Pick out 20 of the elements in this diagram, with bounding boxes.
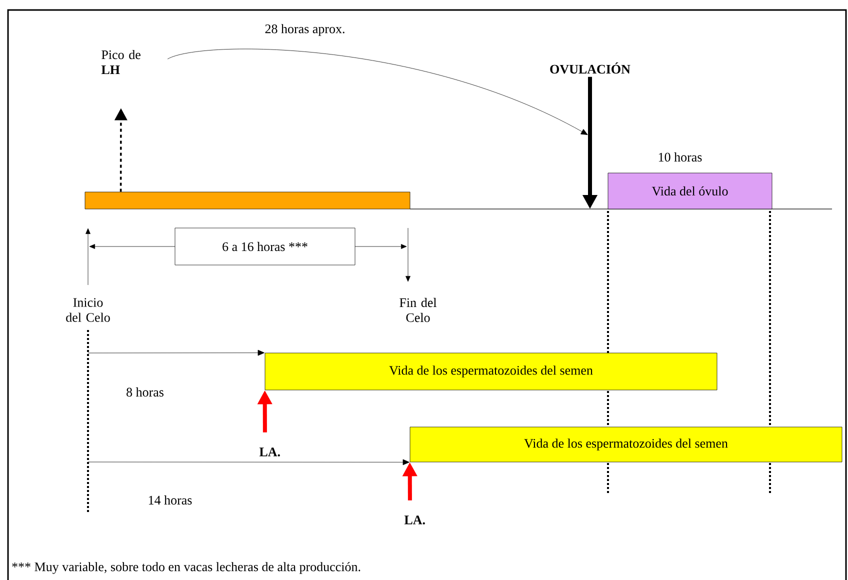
arrow xyxy=(88,350,264,356)
estrus-bar xyxy=(84,192,410,210)
arrow xyxy=(88,459,410,466)
ovum-box: Vida del óvulo xyxy=(608,172,772,210)
end-label: Fin del Celo xyxy=(400,298,437,322)
ovulation-label: OVULACIÓN xyxy=(550,62,630,74)
edge-label: 8 horas xyxy=(125,386,165,398)
sperm-box: Vida de los espermatozoides del semen xyxy=(264,352,718,390)
duration-label: 10 horas xyxy=(658,152,702,162)
edge-label: 14 horas xyxy=(146,494,194,506)
peak-label: Pico de LH xyxy=(101,50,140,74)
arrow xyxy=(167,48,588,135)
duration-box: 6 a 16 horas *** xyxy=(174,228,356,266)
start-label: Inicio del Celo xyxy=(66,298,110,322)
footnote: *** Muy variable, sobre todo en vacas lecheras de alta producción. xyxy=(12,562,360,574)
arrow xyxy=(114,108,128,192)
insemination-label: LA. xyxy=(259,448,280,456)
sperm-box: Vida de los espermatozoides del semen xyxy=(410,426,842,462)
insemination-label: LA. xyxy=(404,516,425,524)
edge-label: 28 horas aprox. xyxy=(264,23,346,37)
